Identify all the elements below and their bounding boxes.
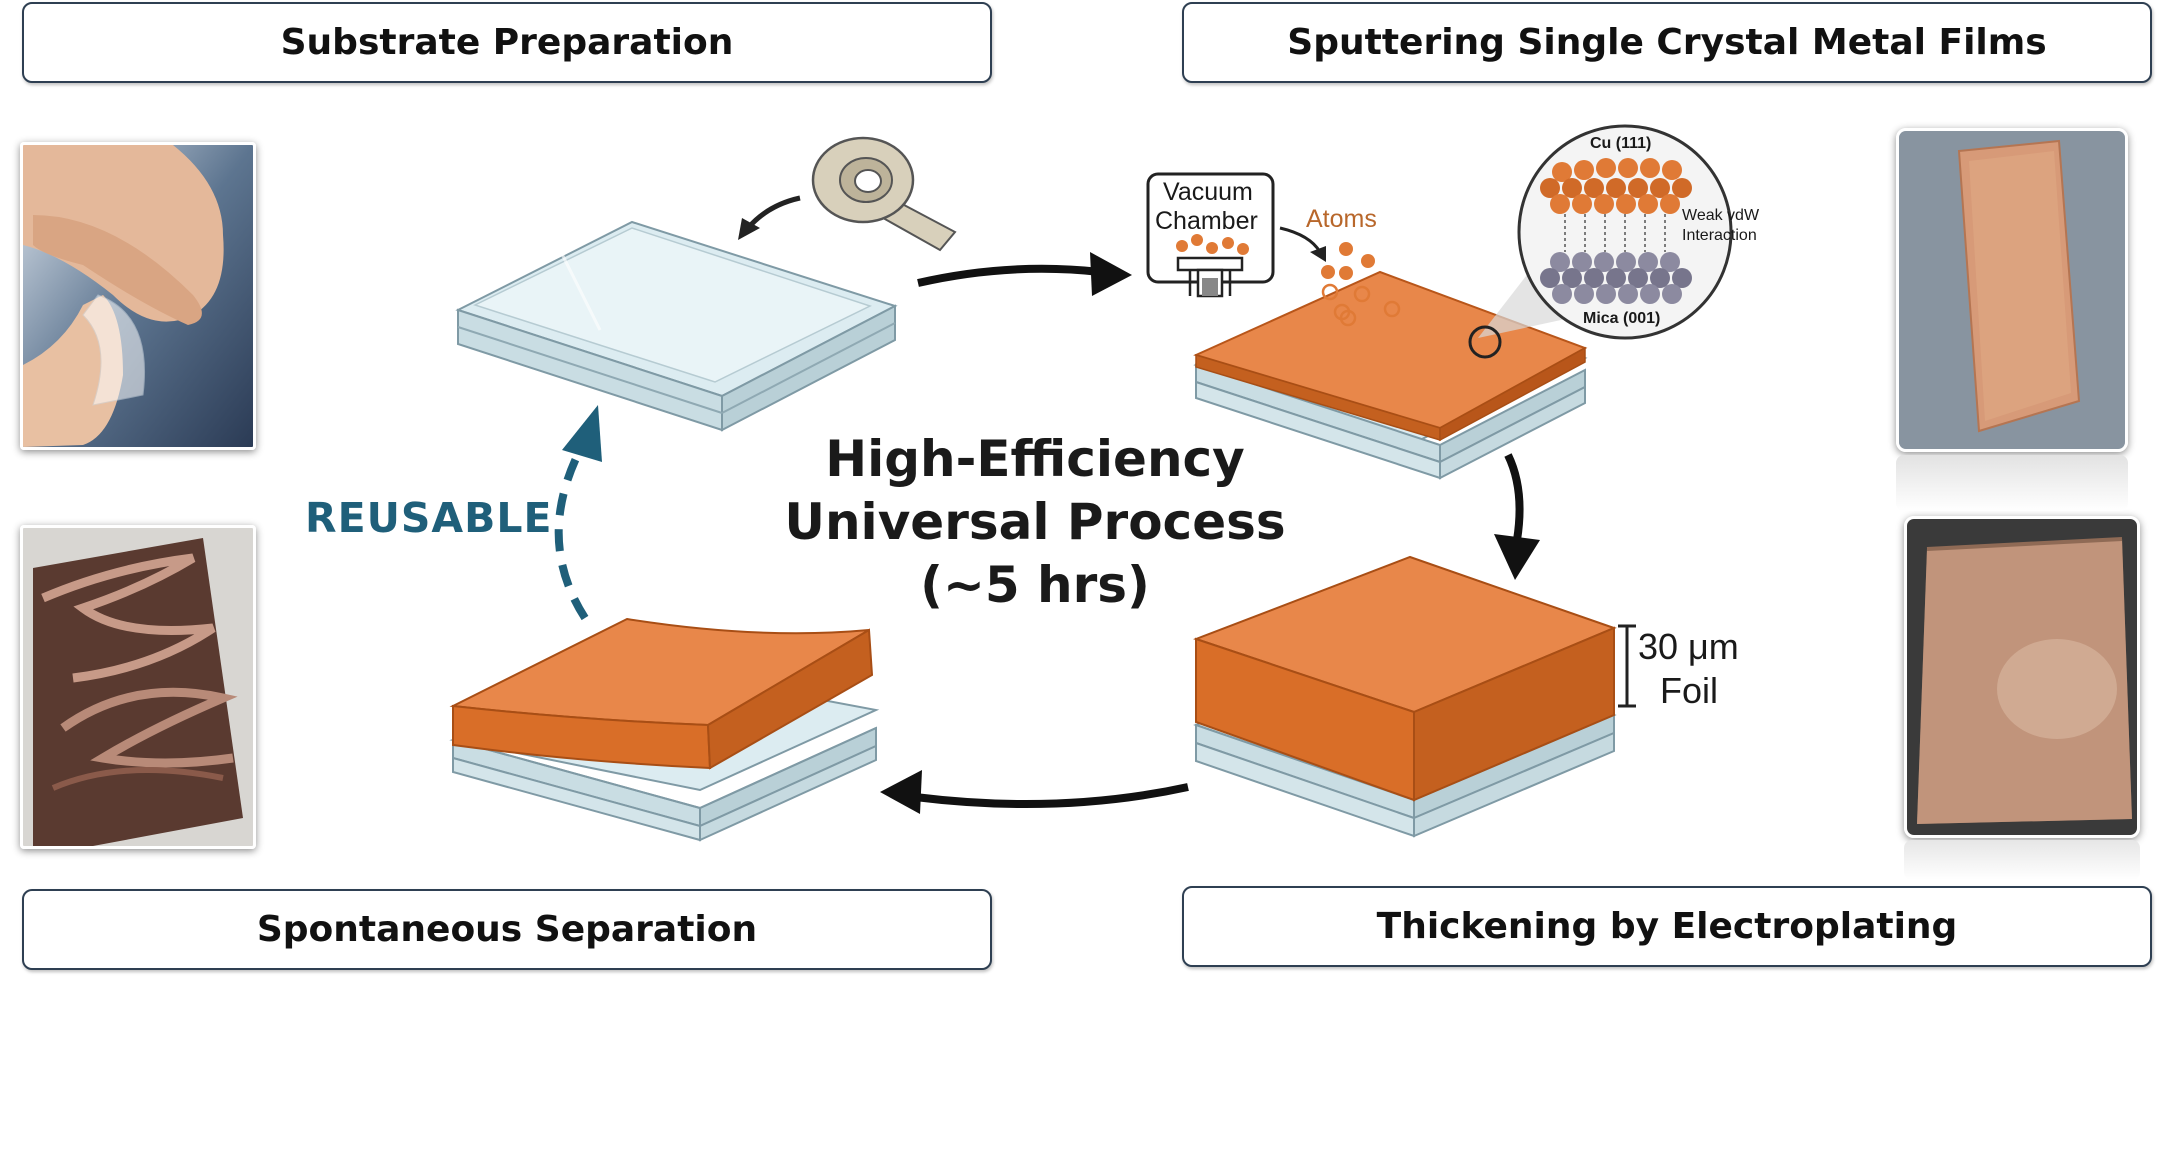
mica-layer-label: Mica (001) [1583, 310, 1661, 327]
chamber-label-line2: Chamber [1155, 207, 1258, 235]
photo-copper-on-mica [20, 525, 256, 849]
photo-tape-peeling [20, 142, 256, 450]
thick-foil-stack [1193, 555, 1617, 838]
glass-substrate-top-left [455, 220, 898, 432]
center-title-line2: Universal Process [784, 493, 1286, 551]
photo-reflection [1896, 455, 2128, 511]
tape-arrow [738, 195, 801, 240]
arrow-to-electroplating [1494, 453, 1540, 580]
chamber-arrow [1279, 226, 1326, 262]
arrow-to-sputtering [917, 252, 1132, 296]
center-title-line1: High-Efficiency [825, 430, 1245, 488]
magnifier-bubble-icon [1468, 124, 1733, 359]
photo-reflection [1904, 840, 2140, 880]
arrow-to-separation [880, 770, 1189, 814]
step-spontaneous-separation: Spontaneous Separation [22, 889, 992, 970]
cu-layer-label: Cu (111) [1590, 135, 1652, 152]
step-substrate-preparation: Substrate Preparation [22, 2, 992, 83]
foil-label: Foil [1660, 670, 1719, 711]
center-title-line3: (~5 hrs) [920, 556, 1150, 614]
mica-lattice [1540, 252, 1692, 304]
separated-foil-stack [449, 617, 880, 842]
chamber-label-line1: Vacuum [1163, 178, 1253, 206]
foil-thickness-label: 30 μm [1638, 626, 1739, 667]
vdw-label-line1: Weak vdW [1682, 207, 1760, 224]
vacuum-chamber-icon [1146, 172, 1275, 298]
atoms-label: Atoms [1306, 205, 1377, 233]
thickness-bracket [1618, 624, 1636, 708]
reusable-arrow [554, 405, 602, 621]
photo-copper-film [1896, 128, 2128, 452]
sputter-atoms [1321, 242, 1401, 327]
center-title: High-Efficiency Universal Process (~5 hr… [760, 428, 1310, 617]
cu-lattice [1540, 158, 1692, 214]
tape-roll-icon [811, 136, 957, 252]
vdw-label-line2: Interaction [1682, 227, 1757, 244]
vdw-gap [1564, 214, 1666, 252]
reusable-label: REUSABLE [305, 494, 553, 542]
photo-thick-copper-foil [1904, 516, 2140, 838]
step-electroplating: Thickening by Electroplating [1182, 886, 2152, 967]
step-sputtering: Sputtering Single Crystal Metal Films [1182, 2, 2152, 83]
sputtered-film-stack [1193, 270, 1588, 480]
